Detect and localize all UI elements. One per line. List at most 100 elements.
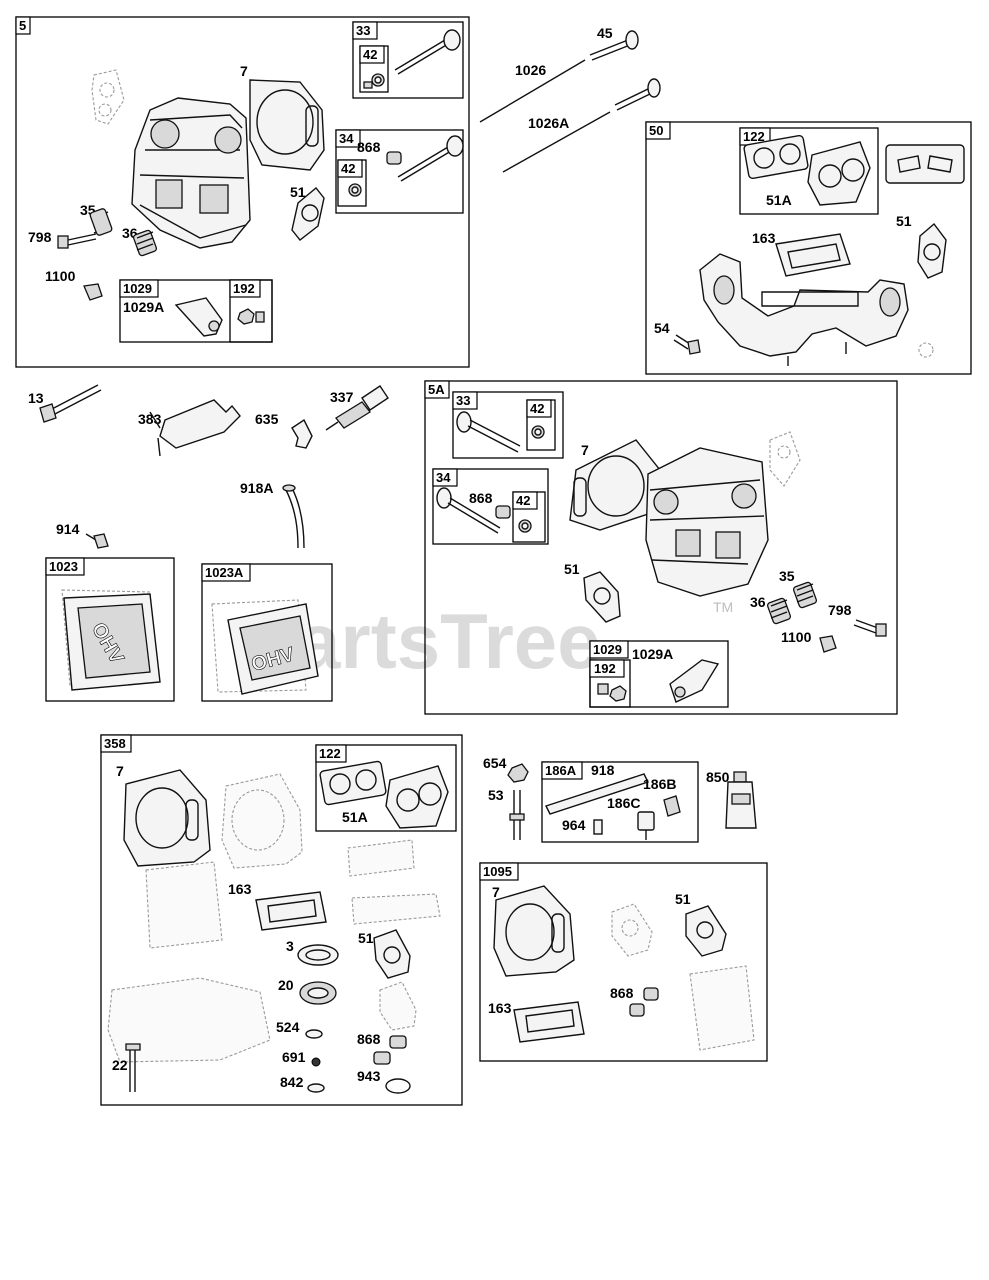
label-868c: 868 [357,1031,381,1047]
misc-parts-2[interactable]: 654 53 [483,755,529,840]
group-50[interactable]: 50 122 51A 163 51 [645,121,972,375]
intake-valve-part[interactable] [394,29,461,75]
spark-plug-337-part[interactable] [325,385,389,431]
label-914: 914 [56,521,80,537]
exhaust-valve-5a-part[interactable] [436,487,532,534]
svg-text:192: 192 [233,281,255,296]
valve-spring-part[interactable] [89,208,113,236]
group-358[interactable]: 358 7 122 51A 163 3 [100,734,463,1106]
gasket-51-part[interactable] [917,222,947,279]
stud-53-part[interactable] [509,790,525,840]
nut-691-part[interactable] [311,1057,321,1067]
svg-text:33: 33 [456,393,470,408]
label-868b: 868 [469,490,493,506]
label-163b: 163 [228,881,252,897]
nut-192-part[interactable] [237,308,265,325]
svg-text:42: 42 [363,47,377,62]
label-51A: 51A [766,192,792,208]
elbow-635-part[interactable] [291,418,313,449]
spring-35b-part[interactable] [792,581,818,609]
bolt-798b-part[interactable] [853,619,887,637]
svg-text:192: 192 [594,661,616,676]
breather-383-part[interactable] [149,399,241,457]
valve-186C-part[interactable] [637,811,655,840]
valve-cover-a-part[interactable]: OHV [211,599,319,695]
sealant-850-part[interactable] [725,771,757,829]
label-20: 20 [278,977,294,993]
tube-918A-part[interactable] [282,484,305,549]
nut-654-part[interactable] [507,763,529,783]
bolt-54-part[interactable] [673,334,701,355]
svg-text:34: 34 [436,470,451,485]
svg-text:5A: 5A [428,382,445,397]
label-1029A: 1029A [123,299,164,315]
svg-text:34: 34 [339,131,354,146]
guide-868c-part[interactable] [373,1035,407,1065]
label-7b: 7 [581,442,589,458]
seal-3-part[interactable] [297,944,339,966]
gasket-51c-part[interactable] [583,571,621,623]
group-1023[interactable]: 1023 OHV [45,557,175,702]
misc-parts[interactable]: 13 383 635 337 918A 914 [28,384,389,549]
group-186A[interactable]: 186A 918 186B 186C 964 [541,761,699,843]
valve-cover-part[interactable]: OHV [61,589,161,691]
label-1026: 1026 [515,62,546,78]
fitting-186B-part[interactable] [663,795,681,817]
label-7c: 7 [116,763,124,779]
exhaust-gasket-part[interactable] [291,187,325,241]
seal-20-part[interactable] [299,981,337,1005]
bolt-798-part[interactable] [57,233,97,249]
clip-1100-part[interactable] [83,283,103,301]
svg-text:33: 33 [356,23,370,38]
cylinder-head-5a-part[interactable] [645,447,769,597]
label-964: 964 [562,817,586,833]
group-1023A[interactable]: 1023A OHV [201,563,333,702]
ring-524-part[interactable] [305,1029,323,1039]
label-53: 53 [488,787,504,803]
oring-943-part[interactable] [385,1078,411,1094]
label-798: 798 [28,229,52,245]
svg-text:186A: 186A [545,763,577,778]
valve-spring-2-part[interactable] [132,229,158,257]
gasket-163c-part[interactable] [513,1001,585,1043]
cap-964-part[interactable] [593,819,603,835]
spacer-51d-part[interactable] [373,929,411,979]
group-5[interactable]: 5 7 51 35 [15,16,470,368]
cylinder-head-part[interactable] [131,97,251,249]
intake-gasket-122-part[interactable] [743,134,871,206]
intake-valve-5a-part[interactable] [456,411,545,453]
tube-918-part[interactable] [545,773,649,815]
manifold-gasket-part[interactable] [885,144,965,184]
intake-gasket-122b-part[interactable] [319,760,449,829]
bolt-13-part[interactable] [39,384,102,423]
screw-914-part[interactable] [85,533,109,549]
bolt-22-part[interactable] [125,1043,141,1092]
label-918: 918 [591,762,615,778]
label-868d: 868 [610,985,634,1001]
group-1095[interactable]: 1095 7 51 163 868 [479,862,768,1062]
label-13: 13 [28,390,44,406]
valve-seal-42-part[interactable] [363,73,385,89]
gasket-163b-part[interactable] [255,891,327,931]
nut-192b-part[interactable] [597,683,627,702]
label-524: 524 [276,1019,300,1035]
guide-868d-part[interactable] [629,987,659,1017]
head-gasket-358-part[interactable] [123,769,211,867]
group-5A[interactable]: 5A 33 42 34 868 42 7 [424,380,898,715]
gasket-163-part[interactable] [775,233,851,277]
spring-36b-part[interactable] [766,597,792,625]
rocker-arm-5a-part[interactable] [669,659,720,703]
valve-seal-42b-part[interactable] [348,183,362,197]
exhaust-valve-part[interactable] [397,135,464,182]
clip-1100b-part[interactable] [819,635,837,653]
label-7: 7 [240,63,248,79]
head-gasket-1095-part[interactable] [493,885,575,977]
exhaust-manifold-part[interactable] [699,253,934,366]
label-22: 22 [112,1057,128,1073]
guide-868-part[interactable] [386,151,402,165]
pushrods[interactable]: 45 1026 1026A [479,25,661,173]
head-gasket-part[interactable] [249,79,325,171]
spacer-51e-part[interactable] [685,905,727,957]
ring-842-part[interactable] [307,1083,325,1093]
rocker-arm-part[interactable] [174,297,223,337]
